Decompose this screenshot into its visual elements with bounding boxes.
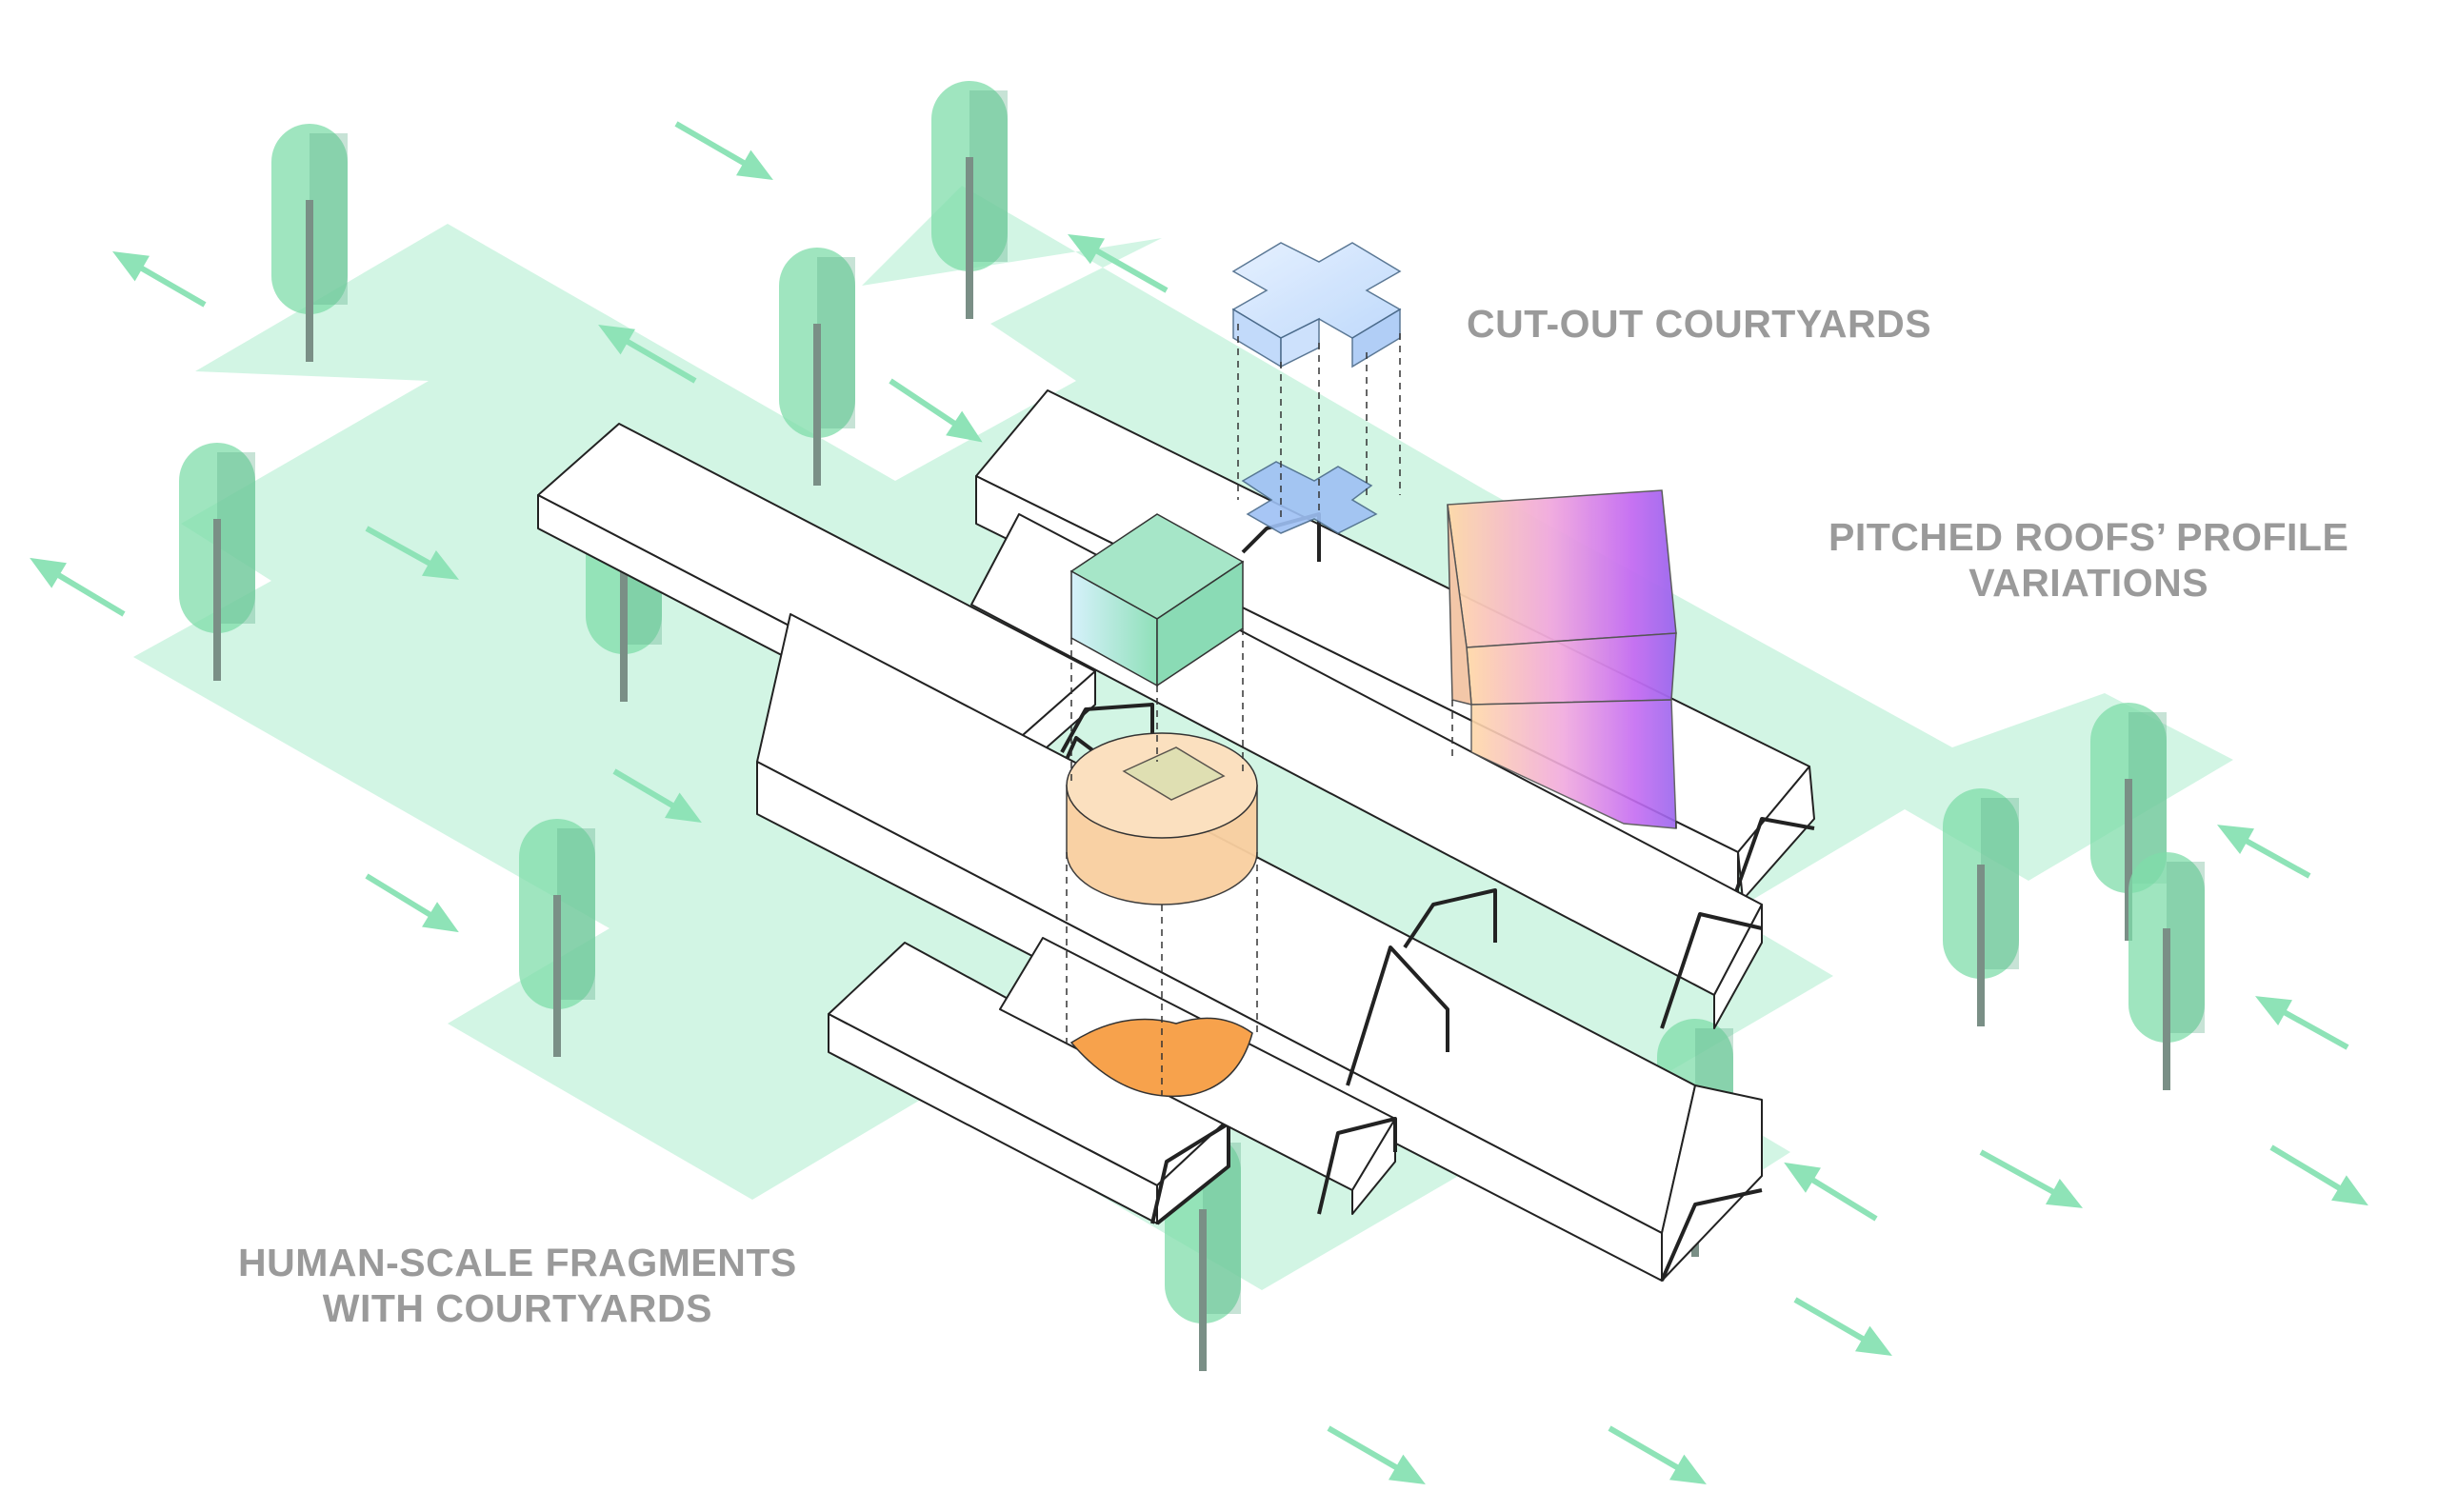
cross-courtyard-block (1231, 242, 1402, 534)
tree (271, 124, 348, 362)
flow-arrow (365, 873, 459, 933)
label-cut-out-courtyards: CUT-OUT COURTYARDS (1467, 301, 1931, 347)
tree (519, 819, 595, 1057)
flow-arrow (889, 378, 983, 443)
projection-lines (1066, 324, 1677, 1095)
tree (931, 81, 1008, 319)
flow-arrow (1784, 1162, 1878, 1222)
tree (179, 443, 255, 681)
flow-arrow (1979, 1149, 2084, 1208)
building-lower-left (828, 942, 1230, 1225)
cube-courtyard-block (1069, 513, 1245, 687)
tree (2128, 852, 2205, 1090)
label-pitched-roofs: PITCHED ROOFS’ PROFILE VARIATIONS (1828, 514, 2348, 606)
flow-arrow (598, 324, 697, 384)
flow-arrow (2255, 996, 2349, 1050)
flow-arrow (1793, 1297, 1892, 1357)
flow-arrows (30, 121, 2368, 1485)
flow-arrow (112, 250, 207, 308)
label-line: VARIATIONS (1968, 561, 2209, 605)
flow-arrow (1608, 1425, 1707, 1485)
label-line: CUT-OUT COURTYARDS (1467, 302, 1932, 346)
label-line: PITCHED ROOFS’ PROFILE (1828, 515, 2349, 559)
label-line: WITH COURTYARDS (322, 1286, 712, 1330)
flow-arrow (674, 121, 773, 181)
flow-arrow (30, 557, 126, 617)
label-line: HUMAN-SCALE FRAGMENTS (238, 1241, 797, 1284)
flow-arrow (612, 768, 702, 824)
flow-arrow (1327, 1425, 1426, 1485)
flow-arrow (2269, 1144, 2368, 1206)
flow-arrow (1068, 234, 1169, 293)
label-human-scale: HUMAN-SCALE FRAGMENTS WITH COURTYARDS (238, 1240, 797, 1331)
pitched-roof-variation-block (1447, 489, 1677, 829)
tree (779, 248, 855, 486)
tree (1943, 788, 2019, 1026)
flow-arrow (2217, 825, 2311, 879)
flow-arrow (365, 526, 459, 580)
